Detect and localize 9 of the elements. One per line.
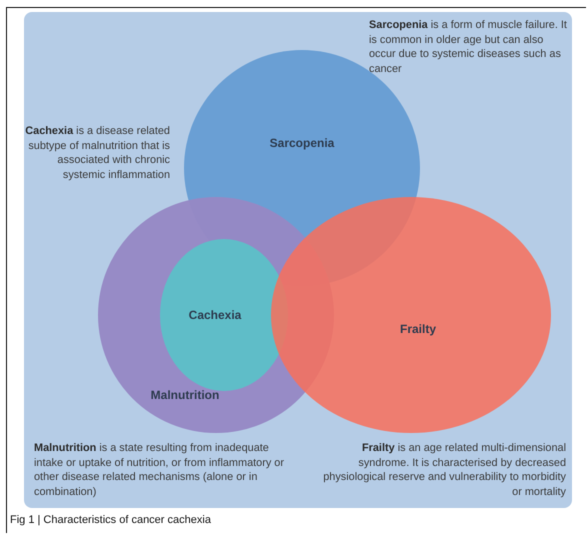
circle-label: Malnutrition [150, 388, 220, 402]
circle-label: Cachexia [188, 308, 242, 322]
description-text: Frailty is an age related multi-dimensional syndrome. It is characterised by decreased physiological reserve and vulnerability to morbidity or mortality [322, 441, 566, 500]
description-text: Sarcopenia is a form of muscle failure. It is common in older age but can also occur due to systemic diseases such as cancer [369, 18, 568, 76]
circle-label: Frailty [400, 322, 436, 336]
circle-label: Sarcopenia [270, 136, 334, 150]
description-text: Malnutrition is a state resulting from inadequate intake or uptake of nutrition, or from inflammatory or other disease related mechanisms (alone or in combination) [34, 441, 285, 500]
description-text: Cachexia is a disease related subtype of malnutrition that is associated with chronic systemic inflammation [24, 124, 170, 182]
figure-caption: Fig 1 | Characteristics of cancer cachexia [10, 514, 211, 526]
